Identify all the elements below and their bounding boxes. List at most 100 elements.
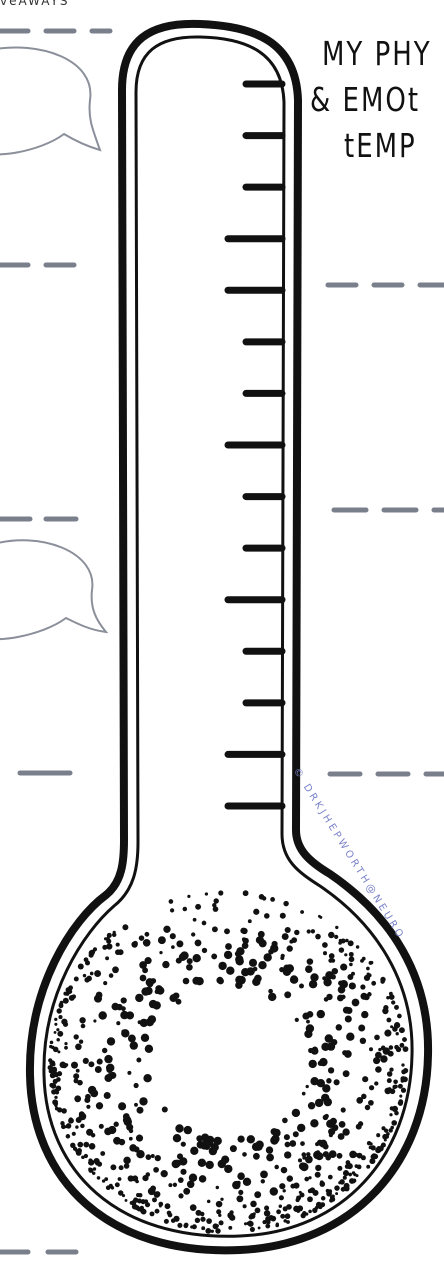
stipple-dot [125, 1199, 128, 1202]
stipple-dot [264, 1205, 269, 1210]
stipple-dot [380, 1055, 388, 1063]
stipple-dot [205, 1139, 213, 1147]
stipple-dot [112, 933, 116, 937]
stipple-dot [270, 1187, 278, 1195]
stipple-dot [242, 942, 249, 949]
stipple-dot [369, 961, 373, 965]
stipple-dot [232, 1181, 240, 1189]
stipple-dot [156, 986, 164, 994]
stipple-dot [111, 1003, 119, 1011]
stipple-dot [89, 1143, 96, 1150]
stipple-dot [282, 933, 289, 940]
stipple-dot [54, 1096, 57, 1099]
stipple-dot [103, 981, 107, 985]
stipple-dot [133, 1146, 139, 1152]
stipple-dot [304, 1177, 309, 1182]
stipple-dot [105, 956, 109, 960]
stipple-dot [381, 1126, 385, 1130]
stipple-dot [58, 1015, 62, 1019]
stipple-dot [312, 1208, 317, 1213]
stipple-dot [201, 1226, 205, 1230]
stipple-dot [54, 1031, 57, 1034]
stipple-dot [270, 1136, 278, 1144]
stipple-dot [345, 1164, 350, 1169]
stipple-dot [305, 965, 313, 973]
stipple-dot [361, 1155, 366, 1160]
stipple-dot [216, 1186, 219, 1189]
stipple-dot [242, 937, 246, 941]
stipple-dot [88, 1061, 94, 1067]
stipple-dot [216, 1201, 223, 1208]
stipple-dot [178, 1193, 183, 1198]
stipple-dot [352, 1180, 355, 1183]
stipple-dot [349, 963, 353, 967]
stipple-dot [246, 1222, 250, 1226]
stipple-dot [360, 984, 365, 989]
stipple-dot [317, 1010, 325, 1018]
stipple-dot [220, 1198, 223, 1201]
stipple-dot [316, 1150, 320, 1154]
stipple-dot [369, 1085, 374, 1090]
stipple-dot [171, 1218, 176, 1223]
stipple-dot [84, 957, 89, 962]
stipple-dot [297, 1205, 303, 1211]
stipple-dot [304, 1030, 312, 1038]
stipple-dot [205, 892, 208, 895]
stipple-dot [284, 1134, 290, 1140]
stipple-dot [135, 994, 143, 1002]
stipple-dot [211, 953, 217, 959]
stipple-dot [272, 941, 278, 947]
stipple-dot [369, 1146, 372, 1149]
stipple-dot [300, 910, 304, 914]
stipple-dot [243, 1204, 247, 1208]
stipple-dot [53, 1079, 58, 1084]
stipple-dot [63, 998, 69, 1004]
stipple-dot [302, 1211, 307, 1216]
stipple-dot [96, 992, 103, 999]
stipple-dot [289, 1140, 296, 1147]
stipple-dot [323, 978, 331, 986]
stipple-dot [311, 929, 315, 933]
stipple-dot [308, 1210, 312, 1214]
stipple-dot [102, 1179, 105, 1182]
stipple-dot [258, 1226, 261, 1229]
stipple-dot [315, 1172, 321, 1178]
stipple-dot [285, 1142, 291, 1148]
stipple-dot [218, 890, 223, 895]
stipple-dot [120, 1011, 128, 1019]
stipple-dot [310, 1187, 316, 1193]
stipple-dot [334, 1079, 340, 1085]
stipple-dot [202, 921, 207, 926]
stipple-dot [90, 950, 95, 955]
stipple-dot [195, 939, 202, 946]
stipple-dot [250, 1227, 255, 1232]
stipple-dot [329, 953, 335, 959]
stipple-dot [90, 972, 94, 976]
stipple-dot [136, 1135, 143, 1142]
stipple-dot [355, 1164, 359, 1168]
stipple-dot [318, 1204, 323, 1209]
stipple-dot [112, 966, 119, 973]
stipple-dot [192, 1224, 197, 1229]
stipple-dot [150, 1211, 155, 1216]
stipple-dot [202, 948, 207, 953]
stipple-dot [225, 943, 232, 950]
stipple-dot [323, 951, 327, 955]
stipple-dot [371, 1153, 377, 1159]
stipple-dot [178, 1177, 184, 1183]
stipple-dot [402, 1037, 407, 1042]
stipple-dot [302, 1092, 306, 1096]
stipple-dot [186, 964, 193, 971]
stipple-dot [346, 1033, 354, 1041]
stipple-dot [146, 978, 154, 986]
stipple-dot [93, 1167, 96, 1170]
stipple-dot [64, 1125, 67, 1128]
stipple-dot [369, 1047, 373, 1051]
stipple-dot [249, 959, 257, 967]
stipple-dot [110, 1164, 116, 1170]
stipple-dot [88, 1168, 91, 1171]
stipple-dot [60, 1001, 64, 1005]
stipple-dot [264, 953, 272, 961]
stipple-dot [254, 1191, 261, 1198]
stipple-dot [261, 1179, 265, 1183]
